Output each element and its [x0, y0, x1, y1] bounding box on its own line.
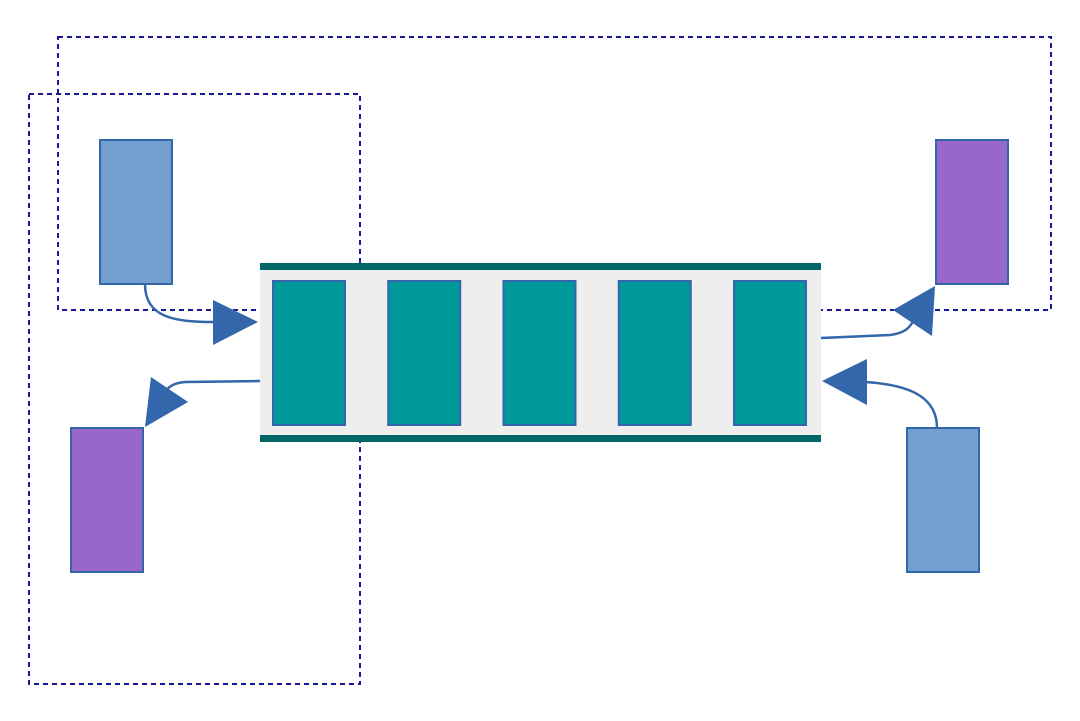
- queue-slot: [617, 280, 692, 426]
- arrow-enqueue-right: [822, 359, 939, 429]
- queue-top-rail: [260, 263, 821, 270]
- queue: [260, 263, 821, 442]
- queue-slot: [272, 280, 346, 426]
- arrowhead-icon: [893, 286, 935, 336]
- arrowhead-icon: [213, 300, 258, 345]
- consumer-top-right: [935, 139, 1009, 285]
- queue-slot: [387, 280, 462, 426]
- producer-bottom-right: [906, 427, 980, 573]
- queue-slot: [502, 280, 577, 426]
- arrow-dequeue-left: [145, 377, 261, 427]
- producer-top-left: [99, 139, 173, 285]
- arrowhead-icon: [822, 359, 867, 405]
- arrowhead-icon: [145, 377, 188, 427]
- queue-slot: [733, 280, 807, 426]
- consumer-bottom-left: [70, 427, 144, 573]
- arrow-enqueue-left: [143, 283, 258, 345]
- queue-bottom-rail: [260, 435, 821, 442]
- arrow-dequeue-right: [820, 286, 935, 340]
- dashed-group-top: [57, 36, 1052, 311]
